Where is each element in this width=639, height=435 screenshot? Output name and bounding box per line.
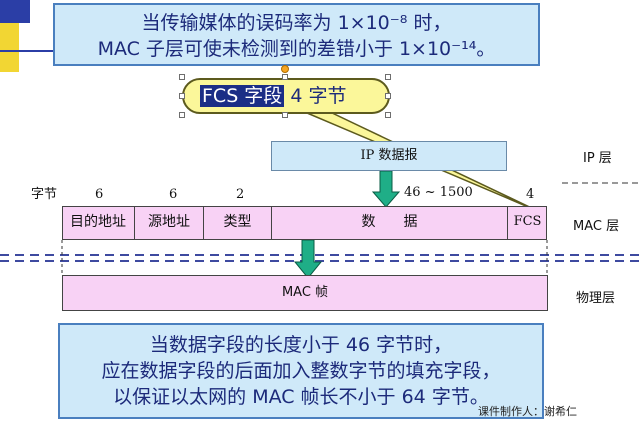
mac-field-data: 数 据 bbox=[271, 206, 507, 240]
mac-field-type: 类型 bbox=[203, 206, 271, 240]
mac-field-src: 源地址 bbox=[134, 206, 203, 240]
mac-frame-row bbox=[62, 206, 547, 240]
byte-count-data: 46 ~ 1500 bbox=[404, 185, 473, 200]
rotate-handle[interactable] bbox=[281, 65, 289, 73]
layer-label-physical: 物理层 bbox=[576, 291, 616, 306]
byte-count-src: 6 bbox=[169, 187, 178, 202]
fcs-callout-rest: 4 字节 bbox=[284, 85, 347, 107]
selection-handle[interactable] bbox=[179, 74, 185, 80]
selection-handle[interactable] bbox=[385, 93, 391, 99]
footer-credit: 课件制作人：谢希仁 bbox=[478, 405, 577, 418]
mac-field-fcs: FCS bbox=[507, 206, 547, 240]
selection-handle[interactable] bbox=[385, 74, 391, 80]
bottom-note-line3: 以保证以太网的 MAC 帧长不小于 64 字节。 bbox=[113, 386, 489, 408]
selection-handle[interactable] bbox=[179, 112, 185, 118]
selection-handle[interactable] bbox=[385, 112, 391, 118]
slide-decoration-blue bbox=[0, 0, 30, 23]
selection-handle[interactable] bbox=[282, 74, 288, 80]
byte-count-dest: 6 bbox=[95, 187, 104, 202]
top-note: 当传输媒体的误码率为 1×10⁻⁸ 时， MAC 子层可使未检测到的差错小于 1… bbox=[53, 3, 540, 66]
byte-count-fcs: 4 bbox=[526, 187, 535, 202]
bottom-note-line2: 应在数据字段的后面加入整数字节的填充字段， bbox=[101, 360, 501, 382]
arrow-mac-to-physical bbox=[293, 239, 323, 279]
mac-field-dest: 目的地址 bbox=[70, 214, 126, 230]
slide-decoration-line bbox=[0, 50, 60, 52]
selection-handle[interactable] bbox=[282, 112, 288, 118]
layer-label-ip: IP 层 bbox=[583, 151, 612, 166]
fcs-callout-text: FCS 字段 4 字节 bbox=[200, 83, 346, 109]
ip-datagram-box: IP 数据报 bbox=[271, 141, 507, 171]
fcs-callout-highlight: FCS 字段 bbox=[200, 85, 285, 107]
top-note-line2: MAC 子层可使未检测到的差错小于 1×10⁻¹⁴。 bbox=[97, 38, 496, 60]
bytes-label: 字节 bbox=[31, 187, 58, 202]
arrow-ip-to-mac bbox=[371, 170, 401, 208]
selection-handle[interactable] bbox=[179, 93, 185, 99]
bottom-note: 当数据字段的长度小于 46 字节时， 应在数据字段的后面加入整数字节的填充字段，… bbox=[58, 323, 544, 419]
byte-count-type: 2 bbox=[236, 187, 245, 202]
top-note-line1: 当传输媒体的误码率为 1×10⁻⁸ 时， bbox=[141, 12, 452, 34]
physical-mac-frame: MAC 帧 bbox=[62, 275, 548, 311]
bottom-note-line1: 当数据字段的长度小于 46 字节时， bbox=[149, 334, 453, 356]
layer-label-mac: MAC 层 bbox=[573, 219, 620, 234]
